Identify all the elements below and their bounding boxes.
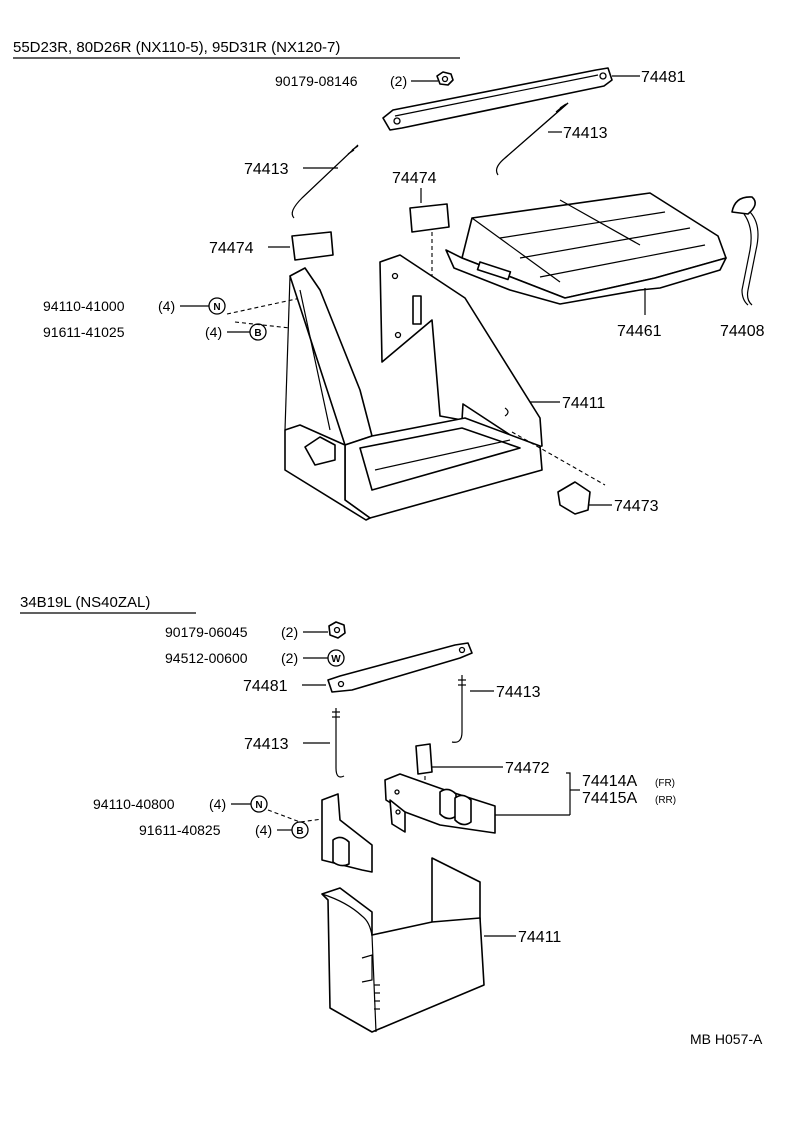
part-74473-clip <box>557 481 591 515</box>
section-2-heading: 34B19L (NS40ZAL) <box>20 594 150 611</box>
section-2: 34B19L (NS40ZAL) 90179-06045 (2) 94512-0… <box>20 594 676 1033</box>
label-74481-section-2: 74481 <box>243 678 288 695</box>
qty-94110-40800: (4) <box>209 796 226 812</box>
label-94512-00600: 94512-00600 <box>165 650 248 666</box>
part-74413-right-hook-bolt <box>495 102 569 176</box>
qty-90179-06045: (2) <box>281 624 298 640</box>
label-74413-right: 74413 <box>563 125 608 142</box>
part-74472-pad <box>415 743 433 775</box>
label-74474-left: 74474 <box>209 240 254 257</box>
symbol-n-text-section-2: N <box>255 800 262 811</box>
bracket-74414A-74415A <box>566 772 571 815</box>
qty-94110-41000: (4) <box>158 298 175 314</box>
label-74408: 74408 <box>720 323 765 340</box>
label-91611-40825: 91611-40825 <box>139 822 221 838</box>
symbol-b-section-2 <box>291 821 309 839</box>
symbol-n-section-2 <box>250 795 268 813</box>
dash-n-section-2 <box>267 809 331 823</box>
section-1-heading: 55D23R, 80D26R (NX110-5), 95D31R (NX120-… <box>13 39 340 56</box>
part-74413-left-bolt-section-2 <box>332 708 345 778</box>
qty-94512-00600: (2) <box>281 650 298 666</box>
part-74411-box-carrier <box>321 857 485 1033</box>
label-74411-section-2: 74411 <box>518 929 561 946</box>
label-74413-left-section-2: 74413 <box>244 736 289 753</box>
dash-74473 <box>511 431 606 486</box>
symbol-n-section-1 <box>208 297 226 315</box>
part-74413-right-bolt-section-2 <box>451 675 466 743</box>
label-74481: 74481 <box>641 69 686 86</box>
label-90179-08146: 90179-08146 <box>275 73 358 89</box>
part-74474-left-pad <box>291 231 334 261</box>
label-74461: 74461 <box>617 323 662 340</box>
label-74411-section-1: 74411 <box>562 395 605 412</box>
part-74481-clamp-section-2 <box>327 642 473 693</box>
part-74413-left-hook-bolt <box>291 144 359 219</box>
part-74414A-74415A-bracket <box>384 773 496 834</box>
part-74408-vent-tube <box>731 196 759 306</box>
part-74411-carrier <box>284 254 543 521</box>
label-74413-right-section-2: 74413 <box>496 684 541 701</box>
section-1: 55D23R, 80D26R (NX110-5), 95D31R (NX120-… <box>13 39 765 521</box>
label-74413-left: 74413 <box>244 161 289 178</box>
qty-91611-41025: (4) <box>205 324 222 340</box>
label-91611-41025: 91611-41025 <box>43 324 125 340</box>
symbol-w-text: W <box>331 654 341 665</box>
nut-90179-06045 <box>328 621 346 639</box>
label-74415A: 74415A <box>582 790 637 807</box>
dash-b-section-1 <box>234 321 291 329</box>
label-rr: (RR) <box>655 795 676 806</box>
symbol-w <box>327 649 345 667</box>
qty-91611-40825: (4) <box>255 822 272 838</box>
label-74414A: 74414A <box>582 773 637 790</box>
label-94110-40800: 94110-40800 <box>93 796 175 812</box>
part-74461-tray <box>445 192 727 305</box>
nut-90179-08146 <box>436 71 454 86</box>
label-94110-41000: 94110-41000 <box>43 298 125 314</box>
label-74473: 74473 <box>614 498 659 515</box>
label-74474-right: 74474 <box>392 170 437 187</box>
label-90179-06045: 90179-06045 <box>165 624 248 640</box>
symbol-b-text-section-2: B <box>296 826 303 837</box>
diagram-code: MB H057-A <box>690 1031 763 1047</box>
label-74472: 74472 <box>505 760 550 777</box>
part-74481-clamp <box>382 67 613 131</box>
part-side-bracket-section-2 <box>321 793 373 873</box>
symbol-b-text-section-1: B <box>254 328 261 339</box>
dash-n-section-1 <box>226 295 311 315</box>
qty-90179-08146: (2) <box>390 73 407 89</box>
symbol-n-text-section-1: N <box>213 302 220 313</box>
label-fr: (FR) <box>655 778 675 789</box>
part-74474-right-pad <box>409 203 450 233</box>
